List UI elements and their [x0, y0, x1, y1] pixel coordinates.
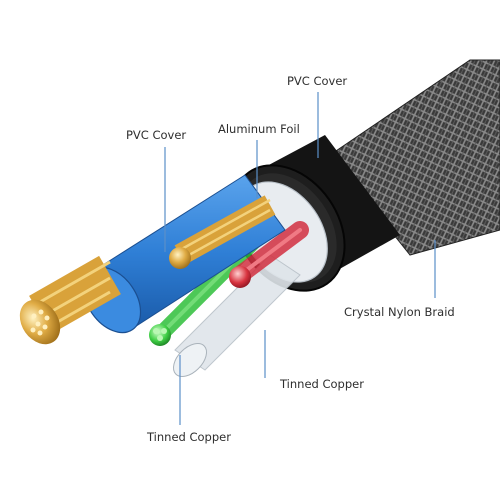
label-crystal-nylon-braid: Crystal Nylon Braid [344, 305, 455, 319]
gold-strands-upper [169, 195, 276, 269]
label-tinned-copper-middle: Tinned Copper [280, 377, 364, 391]
red-copper-strands [229, 221, 309, 288]
label-aluminum-foil: Aluminum Foil [218, 122, 300, 136]
label-pvc-cover-left: PVC Cover [126, 128, 187, 142]
gold-copper-strands [19, 255, 121, 345]
label-tinned-copper-bottom: Tinned Copper [147, 430, 231, 444]
leader-lines [164, 92, 436, 425]
label-pvc-cover-top: PVC Cover [287, 74, 348, 88]
